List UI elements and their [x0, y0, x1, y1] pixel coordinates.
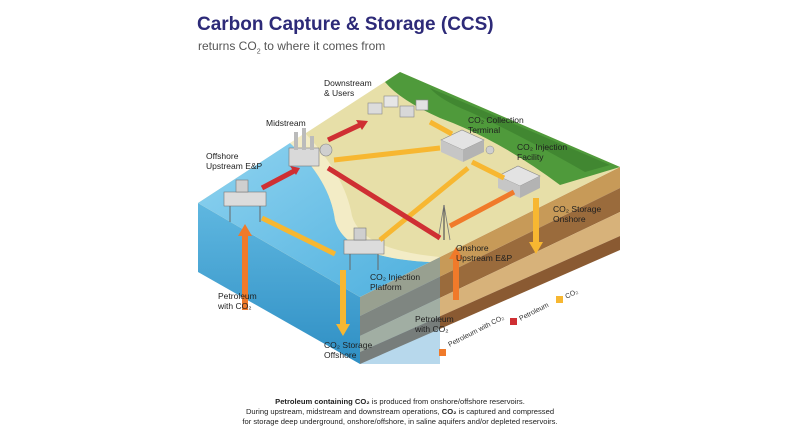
label-midstream: Midstream: [266, 118, 306, 128]
label-co2-storage-onshore: CO₂ Storage Onshore: [553, 204, 602, 224]
arrow-midstream-to-downstream: [326, 121, 364, 143]
legend-swatch-petroleum-co2: [439, 349, 446, 356]
injection-platform-icon: [343, 227, 385, 270]
legend-swatch-co2: [556, 296, 563, 303]
beach: [290, 133, 440, 262]
arrow-offshore-to-midstream: [260, 167, 298, 191]
onshore-rig-icon: [437, 204, 451, 241]
downstream-plant-icon: [367, 95, 429, 118]
label-co2-injection-facility: CO₂ Injection Facility: [517, 142, 568, 162]
page-title: Carbon Capture & Storage (CCS): [197, 14, 494, 35]
injection-facility-icon: [497, 165, 541, 198]
front-left-sea-face: [198, 203, 360, 364]
forest-dark: [430, 88, 610, 172]
arrow-terminal-to-platform: [378, 166, 470, 242]
label-petroleum-co2-right: Petroleum with CO₂: [415, 314, 454, 334]
sea-surface: [198, 143, 430, 297]
label-co2-injection-platform: CO₂ Injection Platform: [370, 272, 421, 292]
arrow-terminal-to-midstream: [333, 145, 441, 163]
arrow-rig-to-midstream: [326, 165, 442, 241]
arrow-offshore-to-platform: [260, 215, 337, 257]
midstream-refinery-icon: [288, 128, 333, 167]
label-offshore-upstream: Offshore Upstream E&P: [206, 151, 263, 171]
label-onshore-upstream: Onshore Upstream E&P: [456, 243, 513, 263]
arrow-terminal-to-facility: [470, 159, 506, 181]
arrow-downstream-to-terminal: [428, 119, 454, 137]
legend-swatch-petroleum: [510, 318, 517, 325]
flow-arrows: [238, 119, 543, 336]
label-co2-collection: CO₂ Collection Terminal: [468, 115, 524, 135]
arrow-rig-to-terminal: [448, 189, 516, 229]
label-downstream: Downstream & Users: [324, 78, 372, 98]
footer-line-3: for storage deep underground, onshore/of…: [242, 417, 558, 426]
legend-swatches: [439, 296, 563, 356]
footer-line-1: Petroleum containing CO₂ is produced fro…: [275, 397, 525, 406]
page-subtitle: returns CO2 to where it comes from: [198, 39, 386, 56]
offshore-platform-icon: [223, 179, 267, 222]
label-co2-storage-offshore: CO₂ Storage Offshore: [324, 340, 373, 360]
footer-line-2: During upstream, midstream and downstrea…: [245, 407, 555, 416]
label-petroleum-co2-left: Petroleum with CO₂: [218, 291, 257, 311]
front-right-earth-face: [360, 167, 620, 364]
footer-caption: Petroleum containing CO₂ is produced fro…: [0, 397, 800, 427]
collection-terminal-icon: [440, 129, 495, 162]
